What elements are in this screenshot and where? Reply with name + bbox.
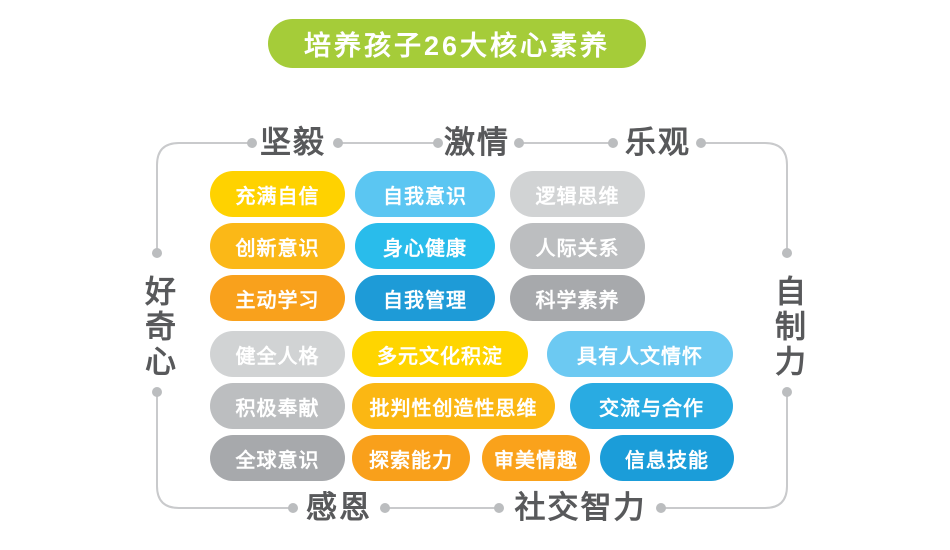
frame-dots	[152, 138, 792, 513]
competency-pill: 批判性创造性思维	[352, 383, 555, 429]
competency-pill: 自我管理	[355, 275, 495, 321]
competency-pill: 健全人格	[210, 331, 345, 377]
competency-pill: 多元文化积淀	[352, 331, 528, 377]
trait-label-optimism: 乐观	[625, 125, 691, 160]
competency-pill: 交流与合作	[570, 383, 733, 429]
trait-label-passion: 激情	[444, 125, 510, 160]
competency-pill: 逻辑思维	[510, 171, 645, 217]
frame-line-bottom-left-corner	[156, 393, 294, 509]
competency-pill: 科学素养	[510, 275, 645, 321]
competency-pill: 身心健康	[355, 223, 495, 269]
competency-pill: 全球意识	[210, 435, 345, 481]
trait-label-gratitude: 感恩	[306, 490, 372, 525]
competency-pill: 具有人文情怀	[547, 331, 733, 377]
trait-label-self-control: 自制力	[770, 274, 805, 380]
competency-pill: 积极奉献	[210, 383, 345, 429]
frame-lines	[156, 142, 788, 509]
competency-pill: 主动学习	[210, 275, 345, 321]
competency-pill: 探索能力	[352, 435, 470, 481]
competency-pill: 人际关系	[510, 223, 645, 269]
competency-pill: 自我意识	[355, 171, 495, 217]
title-badge: 培养孩子26大核心素养	[268, 19, 646, 68]
competency-pill: 审美情趣	[482, 435, 590, 481]
frame-line-top-left-corner	[156, 142, 253, 253]
competency-pill: 充满自信	[210, 171, 345, 217]
competency-pill: 创新意识	[210, 223, 345, 269]
trait-label-perseverance: 坚毅	[260, 125, 326, 160]
trait-label-social-intelligence: 社交智力	[514, 490, 647, 525]
trait-label-curiosity: 好奇心	[140, 274, 175, 380]
frame-line-top-right-corner	[700, 142, 788, 253]
frame-line-bottom-right-corner	[660, 393, 788, 509]
competency-pill: 信息技能	[600, 435, 734, 481]
